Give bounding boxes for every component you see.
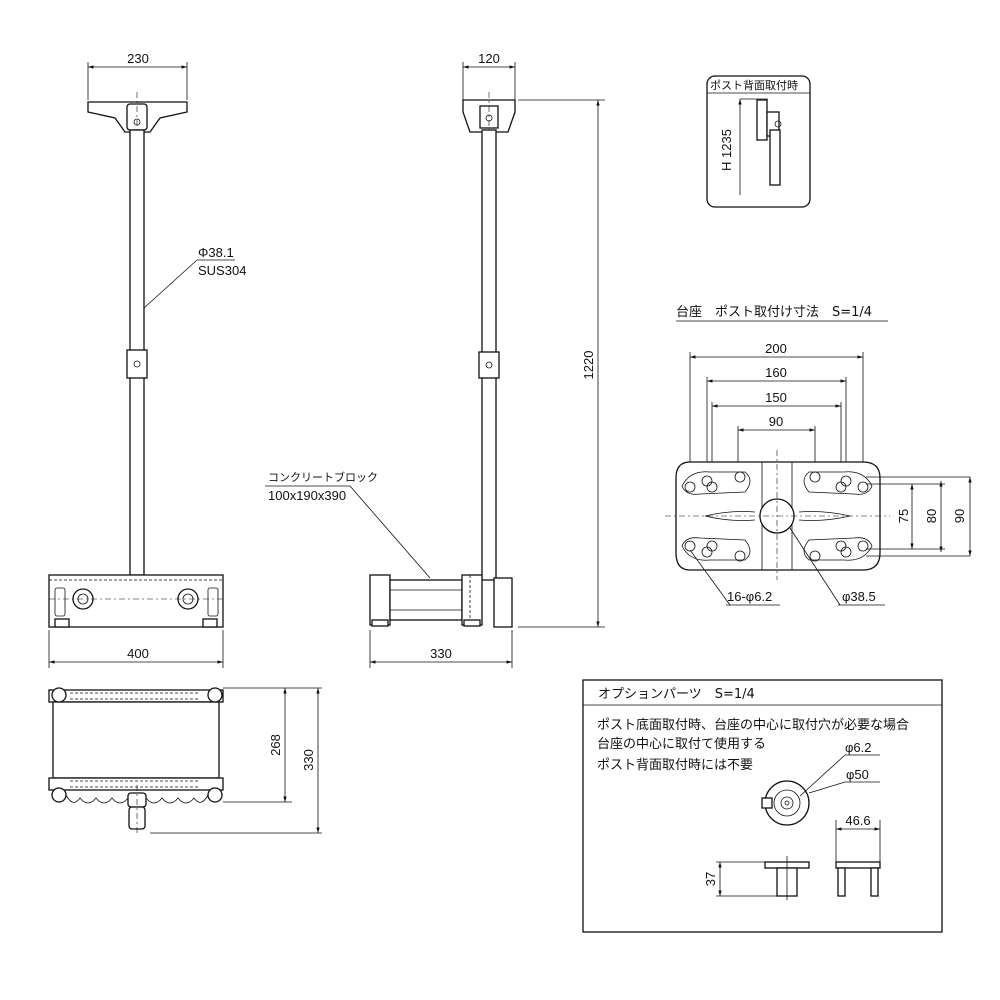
dim-37: 37 [703, 872, 718, 886]
option-parts-box: オプションパーツ S=1/4 ポスト底面取付時、台座の中心に取付穴が必要な場合 … [582, 679, 943, 933]
dim-75: 75 [896, 509, 911, 523]
dim-466: 46.6 [845, 813, 870, 828]
dim-200: 200 [765, 341, 787, 356]
dim-330-plan: 330 [301, 749, 316, 771]
dim-120: 120 [478, 51, 500, 66]
back-mount-height: H 1235 [719, 129, 734, 171]
dim-268: 268 [268, 734, 283, 756]
pipe-material-label: SUS304 [198, 263, 246, 278]
option-line1: ポスト底面取付時、台座の中心に取付穴が必要な場合 [597, 717, 909, 733]
dim-1220: 1220 [581, 351, 596, 380]
holes-label: 16-φ6.2 [727, 589, 772, 604]
dim-50: φ50 [846, 767, 869, 782]
base-plate-title: 台座 ポスト取付け寸法 S=1/4 [676, 305, 872, 320]
dim-330-side: 330 [430, 646, 452, 661]
dim-90-top: 90 [769, 414, 783, 429]
back-mount-inset: ポスト背面取付時 H 1235 [706, 75, 811, 208]
dim-400: 400 [127, 646, 149, 661]
block-size-label: 100x190x390 [268, 488, 346, 503]
dim-150: 150 [765, 390, 787, 405]
option-line3: ポスト背面取付時には不要 [597, 758, 753, 773]
center-hole-label: φ38.5 [842, 589, 876, 604]
side-view: 120 1220 コンクリートブロック 100x190x390 [265, 51, 605, 668]
pipe-diameter-label: Φ38.1 [198, 245, 234, 260]
base-plate-view: 台座 ポスト取付け寸法 S=1/4 200 160 150 90 [665, 305, 972, 606]
plan-view: 268 330 [48, 687, 322, 835]
back-mount-title: ポスト背面取付時 [710, 78, 798, 92]
dim-62: φ6.2 [845, 740, 872, 755]
dim-160: 160 [765, 365, 787, 380]
dim-90-side: 90 [952, 509, 967, 523]
option-title: オプションパーツ S=1/4 [598, 687, 755, 702]
dim-80: 80 [924, 509, 939, 523]
block-label: コンクリートブロック [268, 470, 378, 484]
option-line2: 台座の中心に取付て使用する [597, 736, 766, 752]
front-view: 230 Φ38.1 SUS304 400 [48, 51, 246, 668]
dim-230: 230 [127, 51, 149, 66]
